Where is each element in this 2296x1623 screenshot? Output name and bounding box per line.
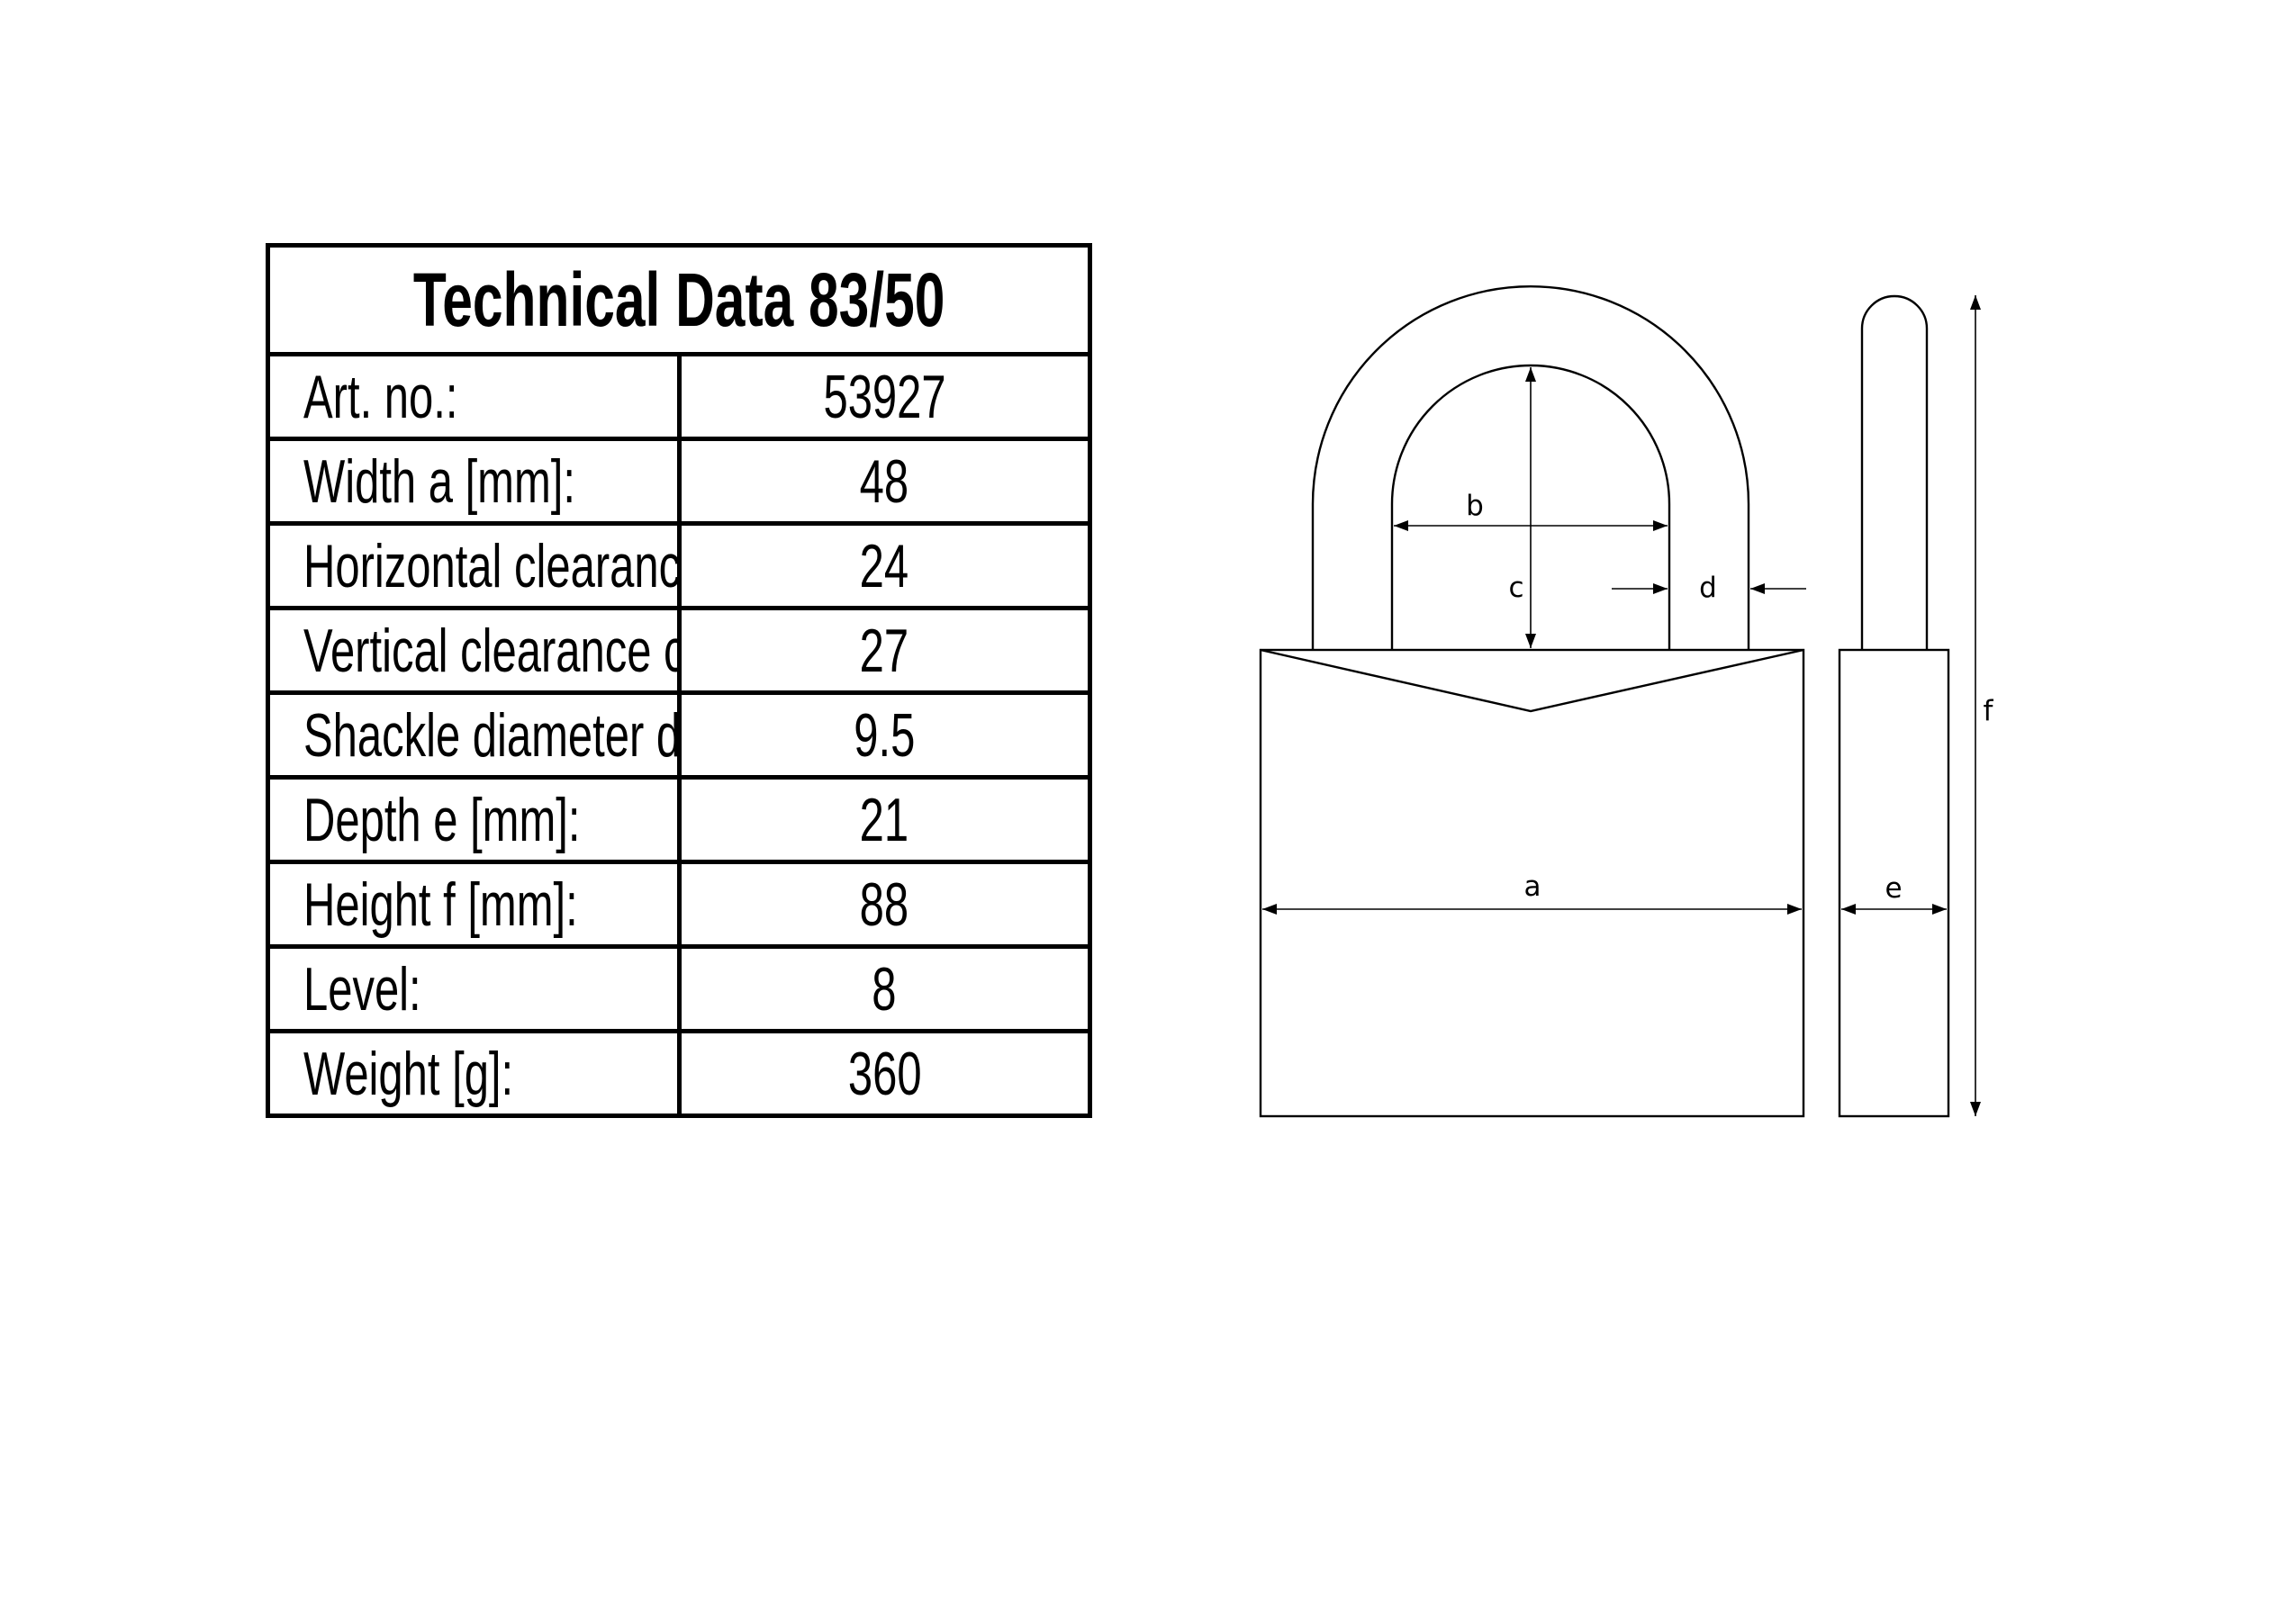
row-label: Level: [303,954,421,1023]
dimension-c: c [1508,367,1536,648]
row-label-cell: Height f [mm]: [266,860,682,949]
body-top-chamfer [1260,648,1804,713]
row-label-cell: Width a [mm]: [266,437,682,526]
padlock-side-view [1838,294,1950,1118]
row-label-cell: Shackle diameter d [mm]: [266,690,682,780]
row-value: 88 [860,870,909,939]
table-row: Depth e [mm]: 21 [266,775,1092,864]
arrowhead-icon [1841,904,1856,915]
table-row: Horizontal clearance b [mm]: 24 [266,521,1092,610]
dimension-e: e [1841,872,1947,915]
dimension-label-e: e [1885,872,1902,905]
dimension-label-f: f [1984,695,1994,727]
dimension-d: d [1612,572,1806,604]
padlock-body-outline [1259,648,1805,1118]
table-title: Technical Data 83/50 [412,257,945,342]
row-label-cell: Depth e [mm]: [266,775,682,864]
dimension-label-a: a [1524,870,1541,903]
row-label: Width a [mm]: [303,446,575,516]
row-label: Weight [g]: [303,1039,514,1108]
table-row: Vertical clearance c [mm]: 27 [266,606,1092,695]
arrowhead-icon [1525,367,1536,382]
row-value: 9.5 [854,700,916,770]
row-label-cell: Horizontal clearance b [mm]: [266,521,682,610]
row-value: 53927 [823,362,946,431]
dimension-f: f [1970,295,1994,1116]
row-label: Shackle diameter d [mm]: [303,700,679,770]
row-value-cell: 8 [676,944,1092,1033]
row-value-cell: 27 [676,606,1092,695]
arrowhead-icon [1750,583,1765,594]
arrowhead-icon [1525,634,1536,648]
row-label: Height f [mm]: [303,870,578,939]
row-label: Art. no.: [303,362,458,431]
row-value: 8 [872,954,897,1023]
row-value-cell: 53927 [676,352,1092,441]
arrowhead-icon [1653,520,1668,531]
row-label: Depth e [mm]: [303,785,581,854]
arrowhead-icon [1787,904,1802,915]
dimension-a: a [1262,870,1802,915]
row-label: Vertical clearance c [mm]: [303,616,674,685]
shackle-outer-outline [1311,284,1750,650]
arrowhead-icon [1970,1102,1981,1116]
table-row: Art. no.: 53927 [266,352,1092,441]
arrowhead-icon [1970,295,1981,310]
padlock-side-body-outline [1838,648,1950,1118]
row-value: 27 [860,616,909,685]
technical-data-table: Technical Data 83/50 Art. no.: 53927 Wid… [266,243,1092,1118]
shackle-side-outline [1860,294,1929,650]
padlock-front-view [1259,284,1805,1118]
row-value: 48 [860,446,909,516]
row-value-cell: 24 [676,521,1092,610]
arrowhead-icon [1394,520,1408,531]
table-row: Level: 8 [266,944,1092,1033]
table-row: Height f [mm]: 88 [266,860,1092,949]
row-label: Horizontal clearance b [mm]: [303,531,679,600]
row-value: 360 [847,1039,922,1108]
dimension-label-d: d [1699,572,1717,604]
arrowhead-icon [1653,583,1668,594]
row-value: 21 [860,785,909,854]
arrowhead-icon [1932,904,1947,915]
table-title-cell: Technical Data 83/50 [266,243,1092,356]
row-label-cell: Weight [g]: [266,1029,682,1118]
row-value-cell: 88 [676,860,1092,949]
shackle-inner-outline [1390,364,1671,650]
dimension-label-c: c [1508,572,1523,604]
row-value-cell: 9.5 [676,690,1092,780]
row-value-cell: 360 [676,1029,1092,1118]
dimension-b: b [1394,490,1668,531]
row-value-cell: 48 [676,437,1092,526]
row-value-cell: 21 [676,775,1092,864]
arrowhead-icon [1262,904,1277,915]
row-label-cell: Level: [266,944,682,1033]
table-row: Width a [mm]: 48 [266,437,1092,526]
row-value: 24 [860,531,909,600]
table-row: Weight [g]: 360 [266,1029,1092,1118]
row-label-cell: Vertical clearance c [mm]: [266,606,682,695]
row-label-cell: Art. no.: [266,352,682,441]
table-title-row: Technical Data 83/50 [266,243,1092,356]
dimension-label-b: b [1466,490,1484,522]
table-row: Shackle diameter d [mm]: 9.5 [266,690,1092,780]
